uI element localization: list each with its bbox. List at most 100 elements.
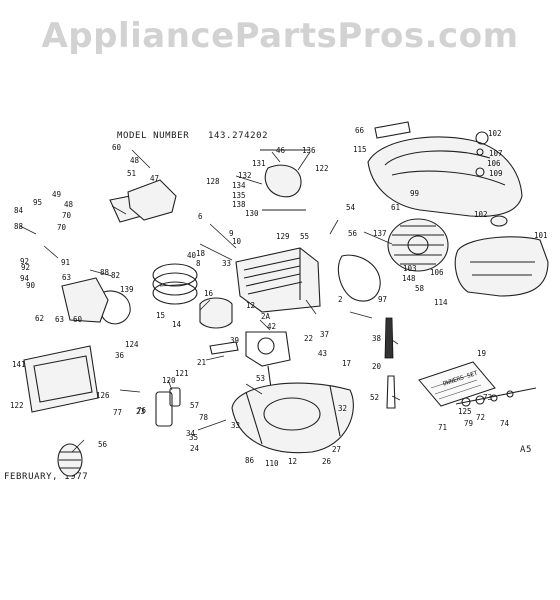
- callout-number: 56: [348, 229, 358, 238]
- callout-number: 141: [12, 360, 26, 369]
- callout-number: 21: [197, 358, 206, 367]
- callout-number: 42: [267, 322, 276, 331]
- callout-number: 39: [230, 336, 239, 345]
- callout-number: 94: [20, 274, 30, 283]
- fuel-filter: [386, 375, 396, 409]
- callout-number: 109: [489, 169, 503, 178]
- ignition-coil: [264, 164, 302, 198]
- carburetor: [61, 277, 109, 323]
- callout-number: 129: [276, 232, 290, 241]
- callout-number: 128: [206, 177, 220, 186]
- callout-number: 137: [373, 229, 387, 238]
- callout-number: 132: [238, 171, 252, 180]
- callout-number: 63: [55, 315, 64, 324]
- callout-number: 40: [187, 251, 197, 260]
- callout-number: 102: [474, 210, 488, 219]
- callout-number: 26: [322, 457, 332, 466]
- callout-number: 49: [52, 190, 61, 199]
- callout-number: 35: [189, 433, 198, 442]
- callout-number: 124: [125, 340, 139, 349]
- callout-number: 55: [300, 232, 309, 241]
- callout-number: 48: [130, 156, 140, 165]
- callout-number: 18: [196, 249, 206, 258]
- callout-number: 47: [150, 174, 159, 183]
- callout-number: 33: [222, 259, 231, 268]
- callout-number: 43: [318, 349, 327, 358]
- callout-number: 53: [256, 374, 265, 383]
- callout-number: 12: [288, 457, 297, 466]
- callout-number: 82: [111, 271, 120, 280]
- callout-number: 106: [487, 159, 501, 168]
- callout-number: 72: [476, 413, 485, 422]
- callout-number: 110: [265, 459, 279, 468]
- engine-base: [231, 382, 354, 454]
- callout-number: 131: [252, 159, 266, 168]
- callout-number: 122: [315, 164, 329, 173]
- callout-number: 62: [35, 314, 44, 323]
- footer-date: FEBRUARY, 1977: [4, 472, 89, 482]
- callout-number: 6: [198, 212, 203, 221]
- callout-number: 8: [196, 259, 201, 268]
- callout-number: 46: [276, 146, 286, 155]
- air-cleaner: [23, 345, 99, 413]
- callout-number: 92: [21, 263, 30, 272]
- callout-number: 139: [120, 285, 134, 294]
- callout-number: 9: [229, 229, 234, 238]
- callout-number: 130: [245, 209, 259, 218]
- callout-number: 20: [372, 362, 382, 371]
- callout-number: 73: [483, 393, 492, 402]
- callout-number: 71: [438, 423, 447, 432]
- callout-number: 95: [33, 198, 42, 207]
- callout-number: 2A: [261, 312, 271, 321]
- callout-number: 60: [73, 315, 83, 324]
- callout-number: 60: [112, 143, 122, 152]
- starter-plate: [374, 121, 411, 139]
- callout-number: 70: [62, 211, 72, 220]
- callout-number: 17: [342, 359, 351, 368]
- callout-number: 79: [464, 419, 473, 428]
- callout-number: 78: [199, 413, 209, 422]
- callout-number: 52: [370, 393, 379, 402]
- callout-number: 120: [162, 376, 176, 385]
- dipstick-tube: [455, 387, 537, 407]
- page-code: A5: [520, 445, 533, 455]
- callout-number: 77: [113, 408, 122, 417]
- callout-number: 23: [136, 407, 145, 416]
- callout-number: 74: [500, 419, 510, 428]
- model-label: MODEL NUMBER: [117, 131, 190, 141]
- callout-number: 36: [115, 351, 125, 360]
- callout-number: 115: [353, 145, 367, 154]
- callout-number: 48: [64, 200, 74, 209]
- callout-number: 19: [477, 349, 486, 358]
- callout-number: 103: [403, 264, 417, 273]
- piston: [199, 297, 233, 329]
- callout-number: 99: [410, 189, 419, 198]
- callout-number: 38: [372, 334, 382, 343]
- callout-number: 37: [320, 330, 329, 339]
- flywheel: [387, 218, 449, 272]
- callout-number: 84: [14, 206, 24, 215]
- cylinder-block: [235, 247, 321, 313]
- model-number: 143.274202: [208, 131, 269, 141]
- fuel-tank: [454, 236, 549, 297]
- callout-number: 24: [190, 444, 200, 453]
- callout-number: 90: [26, 281, 36, 290]
- callout-number: 88: [14, 222, 24, 231]
- callout-number: 122: [10, 401, 24, 410]
- callout-number: 61: [391, 203, 400, 212]
- callout-number: 51: [127, 169, 136, 178]
- callout-number: 57: [190, 401, 199, 410]
- callout-number: 148: [402, 274, 416, 283]
- callout-number: 134: [232, 181, 246, 190]
- callout-number: 88: [100, 268, 110, 277]
- callout-number: 136: [302, 146, 316, 155]
- piston-rings: [152, 263, 198, 305]
- callout-number: 32: [338, 404, 347, 413]
- callout-number: 76: [137, 406, 147, 415]
- callout-number: 97: [378, 295, 387, 304]
- callout-number: 102: [488, 129, 502, 138]
- callout-number: 22: [304, 334, 313, 343]
- owners-manual: OWNERS SET: [418, 361, 496, 407]
- callout-number: 10: [232, 237, 242, 246]
